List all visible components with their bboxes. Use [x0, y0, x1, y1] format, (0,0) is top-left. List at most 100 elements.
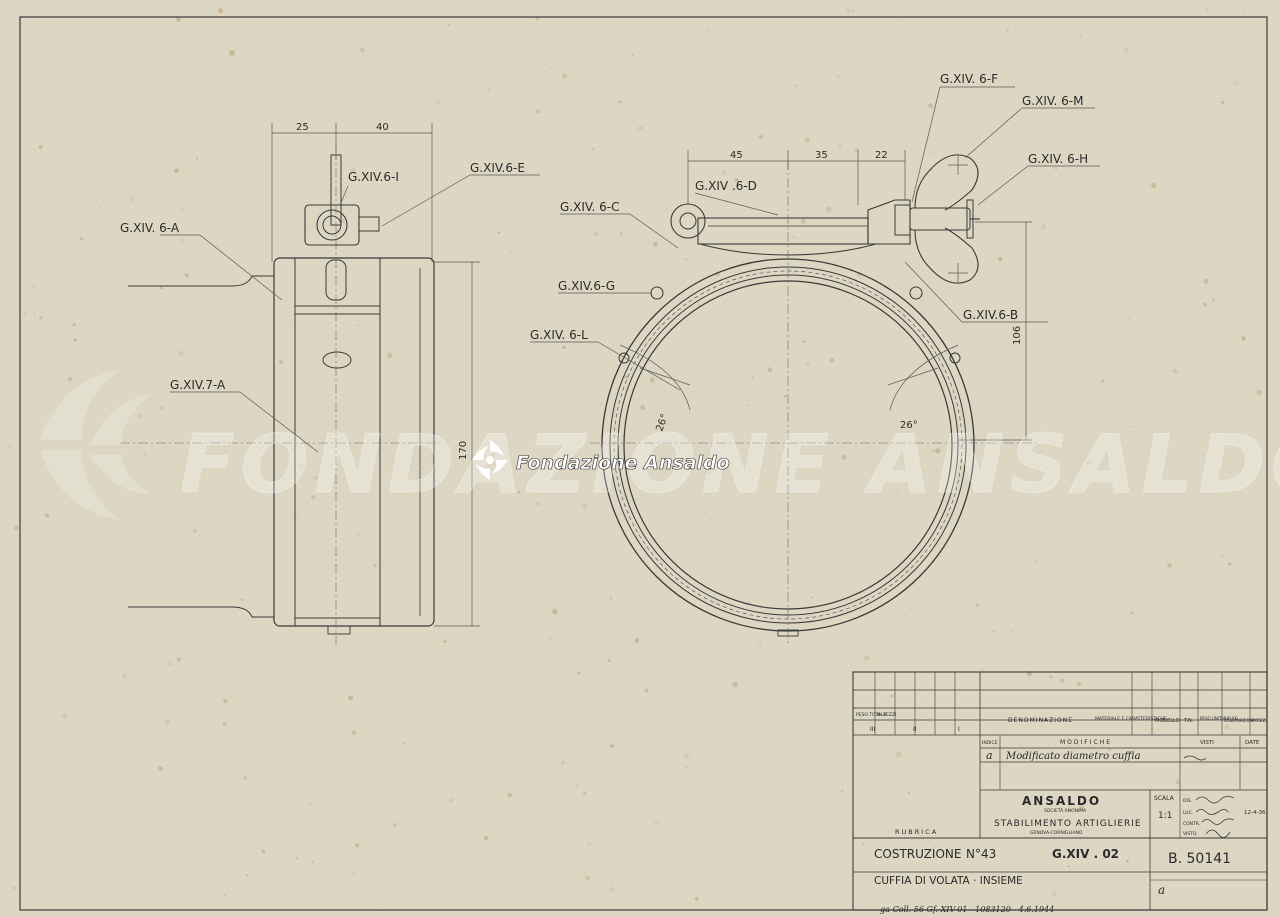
- label-costruzione: COSTRUZIONE: [874, 847, 961, 861]
- paper-stain: [834, 14, 836, 16]
- paper-stain: [801, 219, 806, 224]
- paper-stain: [392, 823, 397, 827]
- paper-stain: [1218, 470, 1220, 472]
- paper-stain: [290, 322, 293, 325]
- group-code: G.XIV . 02: [1052, 847, 1119, 861]
- paper-stain: [38, 144, 43, 150]
- paper-stain: [794, 84, 798, 88]
- paper-stain: [698, 304, 701, 307]
- paper-stain: [425, 32, 428, 34]
- paper-stain: [829, 358, 835, 363]
- label-dis: DIS.: [1183, 798, 1192, 804]
- paper-stain: [1119, 554, 1121, 556]
- paper-stain: [240, 598, 243, 601]
- paper-stain: [684, 753, 690, 759]
- sheet-index: a: [1158, 883, 1165, 897]
- paper-stain: [1242, 11, 1245, 14]
- paper-stain: [836, 75, 841, 79]
- paper-stain: [587, 213, 590, 217]
- paper-stain: [260, 481, 264, 485]
- paper-stain: [422, 466, 424, 469]
- paper-stain: [1232, 80, 1238, 86]
- paper-stain: [158, 177, 161, 181]
- paper-stain: [1051, 891, 1057, 897]
- paper-stain: [443, 639, 447, 644]
- drawing-number: B. 50141: [1168, 851, 1231, 867]
- paper-stain: [666, 208, 668, 210]
- paper-stain: [896, 751, 902, 757]
- paper-stain: [1220, 555, 1223, 558]
- paper-stain: [44, 513, 50, 518]
- col-denominazione: DENOMINAZIONE: [1008, 717, 1073, 724]
- paper-stain: [26, 227, 28, 230]
- paper-stain: [340, 218, 345, 224]
- paper-stain: [1086, 460, 1092, 465]
- paper-stain: [758, 643, 763, 648]
- paper-stain: [1175, 780, 1181, 785]
- paper-stain: [792, 235, 796, 239]
- date-value: 12-4-36: [1244, 810, 1266, 816]
- company-sub: SOCIETÀ ANONIMA: [1044, 807, 1087, 814]
- paper-stain: [1221, 100, 1225, 105]
- paper-stain: [1054, 167, 1058, 170]
- paper-stain: [1124, 48, 1129, 53]
- paper-stain: [448, 798, 454, 803]
- drawing-title: CUFFIA DI VOLATA · INSIEME: [874, 875, 1023, 887]
- paper-stain: [1239, 892, 1243, 895]
- paper-stain: [610, 744, 614, 748]
- paper-stain: [1135, 518, 1138, 521]
- paper-stain: [33, 313, 36, 315]
- paper-stain: [928, 103, 933, 108]
- paper-stain: [345, 868, 347, 870]
- paper-stain: [39, 315, 44, 320]
- angle-right: 26°: [900, 420, 918, 431]
- paper-stain: [98, 152, 100, 155]
- paper-stain: [351, 730, 357, 736]
- paper-stain: [293, 515, 298, 519]
- paper-stain: [577, 671, 581, 675]
- paper-stain: [536, 109, 540, 114]
- paper-stain: [751, 376, 754, 379]
- scala-value: 1:1: [1158, 811, 1172, 821]
- col-tn: T.N.: [1183, 718, 1194, 724]
- paper-stain: [67, 376, 73, 382]
- paper-stain: [79, 237, 84, 241]
- paper-stain: [1005, 28, 1010, 32]
- paper-stain: [497, 231, 501, 234]
- paper-stain: [654, 819, 660, 825]
- paper-stain: [143, 453, 147, 457]
- signature-dis: [1195, 796, 1235, 804]
- paper-stain: [567, 501, 569, 504]
- paper-stain: [221, 40, 224, 43]
- watermark-swirl-left: [40, 370, 150, 520]
- drawing-border: [19, 16, 1268, 911]
- paper-stain: [593, 231, 599, 237]
- paper-stain: [129, 196, 135, 202]
- plant-location: GENOVA-CORNIGLIANO: [1030, 830, 1083, 836]
- plant-name: STABILIMENTO ARTIGLIERIE: [994, 819, 1142, 829]
- paper-stain: [229, 50, 235, 56]
- label-g-xiv-6-g: G.XIV.6-G: [558, 279, 615, 293]
- paper-stain: [758, 134, 763, 140]
- row-i: I: [958, 726, 960, 733]
- paper-stain: [841, 454, 847, 460]
- revision-index: a: [986, 749, 993, 762]
- paper-stain: [562, 345, 566, 350]
- paper-stain: [222, 722, 227, 727]
- paper-stain: [991, 630, 994, 633]
- dim-40: 40: [376, 122, 389, 133]
- paper-stain: [313, 475, 318, 480]
- paper-stain: [674, 856, 677, 858]
- paper-stain: [706, 469, 711, 475]
- label-g-xiv-6-h: G.XIV. 6-H: [1028, 152, 1088, 166]
- paper-stain: [804, 137, 810, 143]
- paper-stain: [32, 284, 37, 289]
- paper-stain: [608, 596, 613, 601]
- paper-stain: [634, 638, 640, 643]
- signature-visto: [1205, 829, 1231, 838]
- paper-stain: [838, 144, 843, 149]
- paper-stain: [694, 896, 699, 901]
- paper-stain: [72, 323, 76, 326]
